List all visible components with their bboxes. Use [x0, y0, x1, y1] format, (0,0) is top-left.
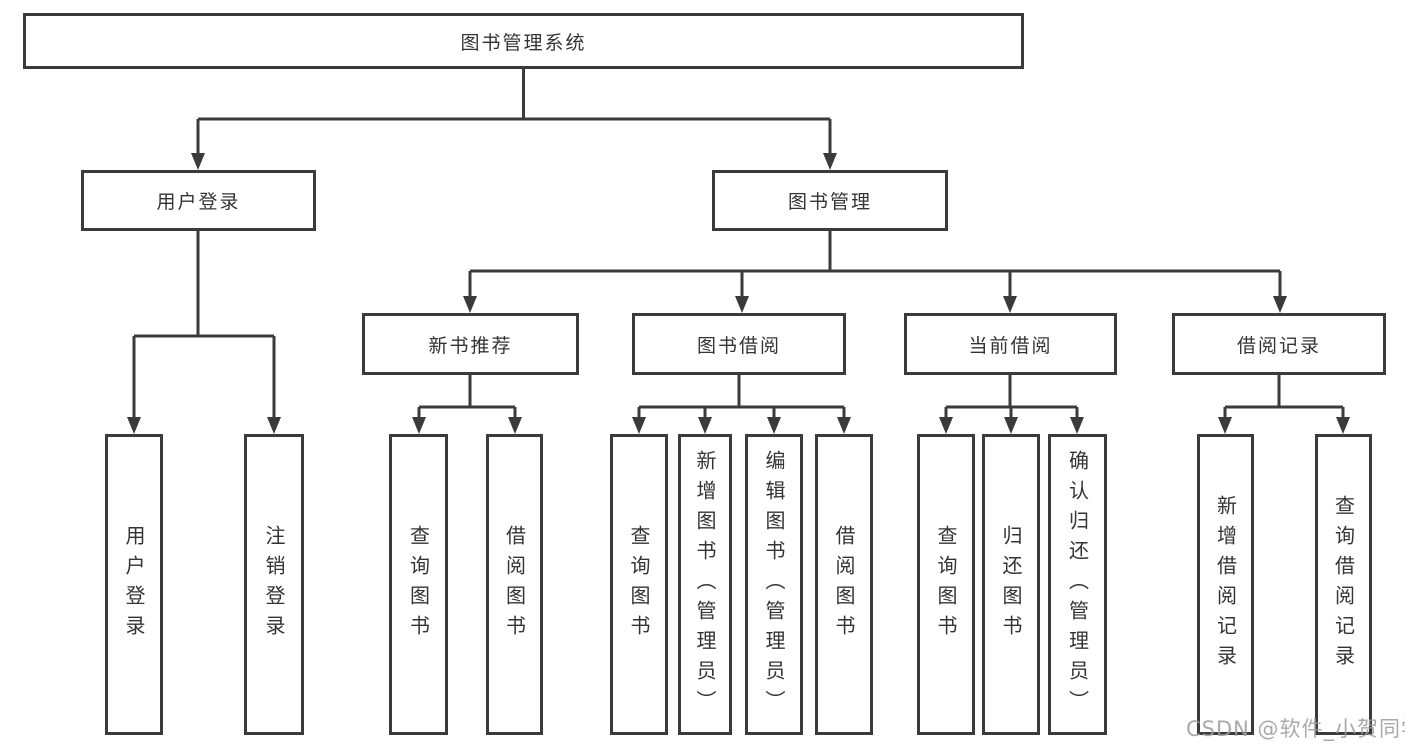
node-book-borrow: 图书借阅 — [632, 313, 846, 375]
leaf-return-books: 归还图书 — [982, 434, 1040, 735]
arrowheads — [127, 153, 1350, 434]
node-user-login: 用户登录 — [81, 170, 316, 231]
leaf-borrow-books: 借阅图书 — [815, 434, 873, 735]
node-library-management-system: 图书管理系统 — [23, 13, 1024, 69]
leaf-query-books-current: 查询图书 — [917, 434, 975, 735]
leaf-query-books-borrow: 查询图书 — [610, 434, 668, 735]
leaf-edit-books-admin: 编辑图书（管理员） — [745, 434, 803, 735]
csdn-watermark: CSDN @软件_小贺同学 — [1186, 717, 1405, 741]
leaf-logout: 注销登录 — [244, 434, 304, 735]
leaf-query-books-recommend: 查询图书 — [389, 434, 448, 735]
leaf-add-borrow-record: 新增借阅记录 — [1197, 434, 1254, 735]
node-current-borrow: 当前借阅 — [904, 313, 1117, 375]
leaf-user-login: 用户登录 — [105, 434, 163, 735]
leaf-add-books-admin: 新增图书（管理员） — [678, 434, 732, 735]
node-new-book-recommend: 新书推荐 — [362, 313, 579, 375]
leaf-borrow-books-recommend: 借阅图书 — [486, 434, 543, 735]
node-book-management: 图书管理 — [712, 170, 948, 231]
leaf-confirm-return-admin: 确认归还（管理员） — [1048, 434, 1107, 735]
leaf-query-borrow-record: 查询借阅记录 — [1315, 434, 1372, 735]
node-borrow-records: 借阅记录 — [1172, 313, 1386, 375]
